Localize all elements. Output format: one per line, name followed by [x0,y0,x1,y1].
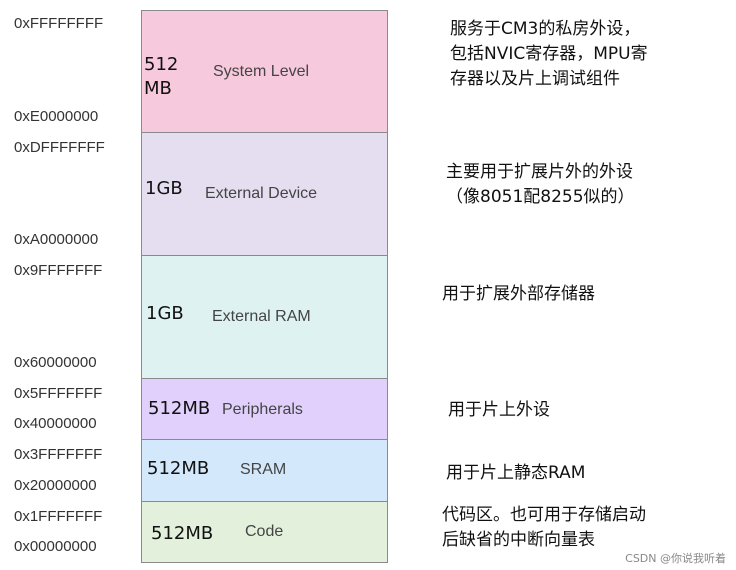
region-description: 代码区。也可用于存储启动 后缺省的中断向量表 [442,505,646,550]
address-label: 0x40000000 [14,415,97,432]
region-name: SRAM [240,461,287,478]
region-description: 服务于CM3的私房外设， 包括NVIC寄存器，MPU寄 存器以及片上调试组件 [450,19,648,89]
region-size: 1GB [146,303,184,324]
region-description: 用于片上静态RAM [446,463,586,483]
region-size: 1GB [145,178,183,199]
region-external-ram: 1GB External RAM [141,255,388,379]
region-external-device: 1GB External Device [141,132,388,256]
address-label: 0x60000000 [14,354,97,371]
region-description: 用于片上外设 [448,400,550,420]
region-size: 512MB [147,458,210,479]
region-name: External Device [205,185,318,202]
watermark: CSDN @你说我听着 [625,552,726,565]
region-size: 512MB [148,398,211,419]
address-label: 0xA0000000 [14,231,99,248]
address-label: 0x1FFFFFFF [14,508,103,525]
region-sram: 512MB SRAM [141,439,388,502]
region-description: 用于扩展外部存储器 [442,284,595,304]
region-code: 512MB Code [141,501,388,563]
address-label: 0x9FFFFFFF [14,262,103,279]
region-name: Peripherals [222,401,303,418]
region-name: External RAM [212,308,311,325]
address-label: 0x20000000 [14,477,97,494]
region-description: 主要用于扩展片外的外设 （像8051配8255似的） [446,162,635,207]
address-label: 0xFFFFFFFF [14,15,104,32]
address-label: 0x00000000 [14,538,97,555]
region-system-level: 512 MB System Level [141,10,388,133]
address-label: 0x3FFFFFFF [14,446,103,463]
region-name: Code [245,523,284,540]
region-peripherals: 512MB Peripherals [141,378,388,440]
address-label: 0xDFFFFFFF [14,139,105,156]
address-label: 0x5FFFFFFF [14,385,103,402]
region-name: System Level [213,63,310,80]
region-size: 512 MB [144,54,179,99]
address-label: 0xE0000000 [14,108,99,125]
region-size: 512MB [151,523,214,544]
